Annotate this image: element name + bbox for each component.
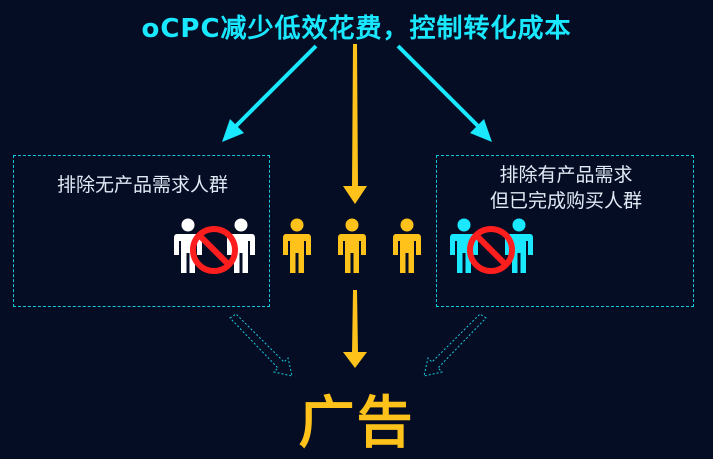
- person-icon: [393, 218, 421, 273]
- ban-icon: [467, 226, 515, 274]
- dashed-arrow-left: [229, 313, 293, 377]
- exclude-no-demand-label: 排除无产品需求人群: [56, 174, 228, 196]
- arrow-down-yellow: [343, 290, 367, 368]
- exclude-purchased-label: 排除有产品需求 但已完成购买人群: [437, 162, 695, 214]
- person-icon: [338, 218, 366, 273]
- exclude-purchased-line1: 排除有产品需求: [499, 164, 633, 186]
- arrow-left-cyan: [222, 44, 318, 142]
- arrow-right-cyan: [396, 44, 492, 142]
- arrow-center-yellow: [343, 44, 367, 204]
- diagram-graphics: [174, 44, 533, 377]
- diagram-title: oCPC减少低效花费，控制转化成本: [141, 14, 572, 44]
- ad-label: 广告: [298, 391, 415, 456]
- exclude-purchased-line2: 但已完成购买人群: [489, 190, 642, 212]
- dashed-arrow-right: [423, 313, 487, 377]
- target-people: [283, 218, 421, 273]
- exclude-no-demand-box: 排除无产品需求人群: [13, 155, 270, 307]
- ban-icon: [190, 226, 238, 274]
- exclude-purchased-box: 排除有产品需求 但已完成购买人群: [436, 155, 694, 307]
- person-icon: [283, 218, 311, 273]
